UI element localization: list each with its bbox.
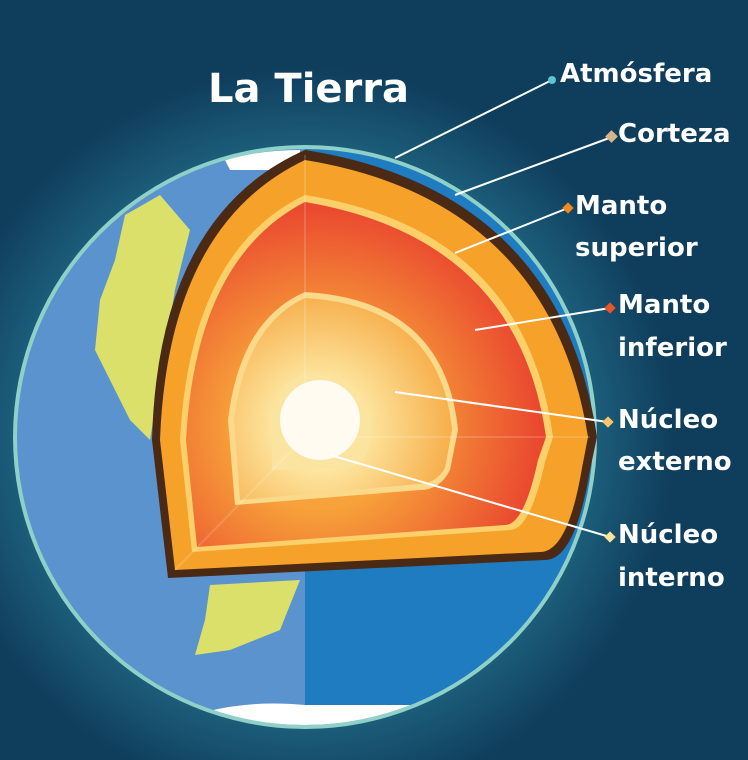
continent-south bbox=[195, 580, 300, 655]
label-inner-core-1: Núcleo bbox=[618, 520, 718, 550]
marker-upper-mantle bbox=[562, 202, 574, 214]
label-crust: Corteza bbox=[618, 119, 731, 149]
label-upper-mantle-1: Manto bbox=[575, 191, 667, 221]
label-atmosphere: Atmósfera bbox=[560, 59, 712, 89]
inner-core-layer bbox=[280, 380, 360, 460]
pointer-atmosphere bbox=[394, 79, 553, 159]
pointer-outer-core bbox=[394, 391, 609, 423]
pointers bbox=[329, 76, 618, 543]
label-outer-core-2: externo bbox=[618, 447, 732, 477]
cutaway bbox=[152, 150, 597, 578]
marker-atmosphere bbox=[548, 76, 556, 84]
label-lower-mantle-2: inferior bbox=[618, 333, 727, 363]
marker-outer-core bbox=[602, 416, 614, 428]
marker-lower-mantle bbox=[604, 302, 616, 314]
label-inner-core-2: interno bbox=[618, 563, 725, 593]
labels: Atmósfera Corteza Manto superior Manto i… bbox=[560, 59, 732, 593]
label-upper-mantle-2: superior bbox=[575, 233, 698, 263]
pointer-lower-mantle bbox=[474, 307, 611, 331]
pointer-crust bbox=[454, 136, 613, 196]
label-lower-mantle-1: Manto bbox=[618, 290, 710, 320]
diagram-title: La Tierra bbox=[208, 66, 409, 112]
pointer-upper-mantle bbox=[454, 207, 569, 254]
marker-inner-core bbox=[604, 531, 616, 543]
continent-north bbox=[95, 195, 190, 440]
cut-edge-diagonal bbox=[174, 436, 306, 571]
label-outer-core-1: Núcleo bbox=[618, 405, 718, 435]
pointer-inner-core bbox=[329, 454, 611, 538]
